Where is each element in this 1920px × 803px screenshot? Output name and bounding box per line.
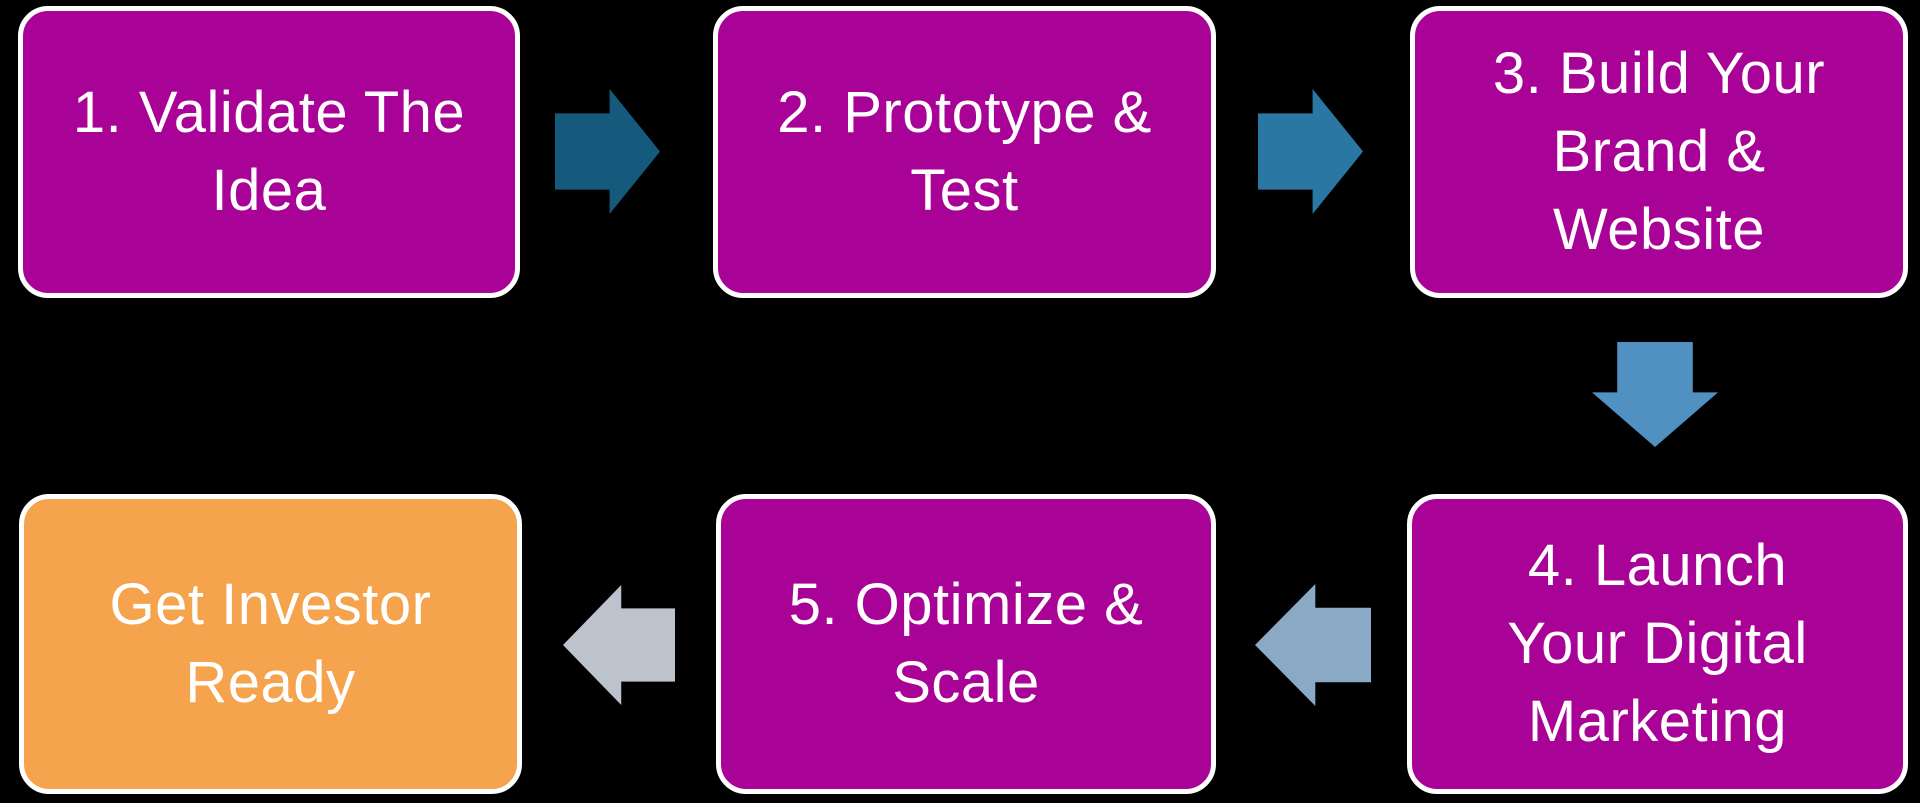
step-box-5-optimize-scale: 5. Optimize & Scale bbox=[716, 494, 1216, 794]
step-box-1-validate-idea: 1. Validate The Idea bbox=[18, 6, 520, 298]
step-label-5: 5. Optimize & Scale bbox=[788, 571, 1144, 715]
arrow-left-icon-step4-to-step5 bbox=[1255, 584, 1371, 706]
step-label-4: 4. Launch Your Digital Marketing bbox=[1507, 532, 1808, 755]
step-label-2: 2. Prototype & Test bbox=[777, 79, 1152, 223]
arrow-right-icon-step1-to-step2 bbox=[555, 89, 660, 214]
arrow-down-icon-step3-to-step4 bbox=[1592, 342, 1718, 447]
arrow-right-icon-step2-to-step3 bbox=[1258, 89, 1363, 214]
step-box-4-launch-digital-marketing: 4. Launch Your Digital Marketing bbox=[1407, 494, 1908, 794]
step-box-3-build-brand-website: 3. Build Your Brand & Website bbox=[1410, 6, 1908, 298]
final-box-label: Get Investor Ready bbox=[109, 571, 432, 715]
arrow-left-icon-step5-to-final bbox=[563, 585, 675, 705]
step-label-1: 1. Validate The Idea bbox=[72, 79, 466, 223]
step-box-2-prototype-test: 2. Prototype & Test bbox=[713, 6, 1216, 298]
final-box-get-investor-ready: Get Investor Ready bbox=[19, 494, 522, 794]
step-label-3: 3. Build Your Brand & Website bbox=[1492, 40, 1826, 263]
